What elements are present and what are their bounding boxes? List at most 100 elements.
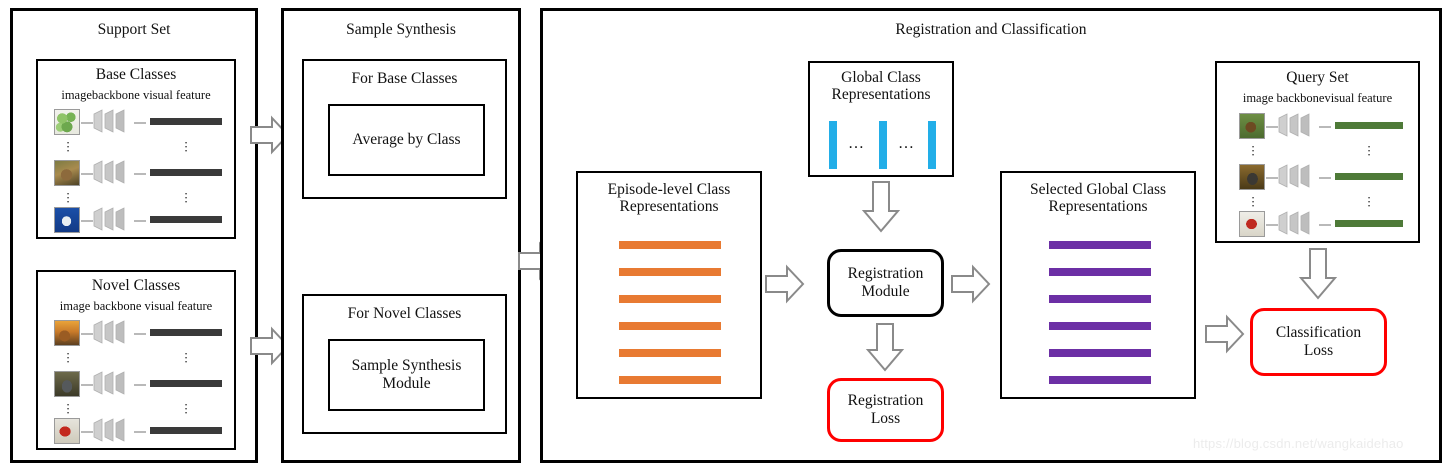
episode-level-bar: [619, 322, 721, 330]
connector-dash: [81, 333, 93, 335]
box-novel-classes-title: Novel Classes: [91, 277, 181, 294]
registration-loss-label-line1: Registration: [847, 392, 924, 410]
connector-dash: [134, 173, 146, 175]
arrow-base-to-synthesis: [250, 114, 290, 156]
episode-level-title-line2: Representations: [619, 198, 719, 216]
visual-feature-bar: [150, 329, 222, 336]
horse-thumbnail: [54, 371, 80, 397]
sample-synthesis-module-label-line2: Module: [382, 375, 431, 392]
dog-thumbnail: [54, 320, 80, 346]
classification-loss-label-line2: Loss: [1303, 342, 1334, 359]
cnn-backbone-icon: [1277, 161, 1319, 191]
cnn-backbone-icon: [92, 157, 134, 187]
plant-thumbnail: [54, 109, 80, 135]
connector-dash: [81, 220, 93, 222]
registration-loss-label-line2: Loss: [870, 410, 901, 427]
registration-loss: Registration Loss: [827, 378, 944, 442]
panel-support-set-title: Support Set: [97, 21, 171, 38]
box-sample-synthesis-module: Sample Synthesis Module: [328, 339, 485, 411]
box-selected-global-title: Selected Global Class Representations: [1002, 181, 1194, 216]
episode-level-bar: [619, 349, 721, 357]
box-for-novel-classes-title: For Novel Classes: [347, 305, 462, 322]
row-ellipsis: ···: [65, 397, 71, 420]
connector-dash: [1266, 177, 1278, 179]
connector-dash: [1266, 224, 1278, 226]
connector-dash: [134, 431, 146, 433]
row-ellipsis: ···: [1250, 190, 1256, 213]
visual-feature-bar: [1335, 220, 1403, 227]
cnn-backbone-icon: [1277, 208, 1319, 238]
row-ellipsis: ···: [65, 135, 71, 158]
feature-ellipsis: ···: [183, 346, 189, 369]
feature-ellipsis: ···: [1366, 139, 1372, 162]
column-header-visual-feature: visual feature: [142, 88, 211, 102]
selected-global-bar: [1049, 349, 1151, 357]
visual-feature-bar: [150, 118, 222, 125]
column-header-backbone: backbone: [91, 88, 140, 102]
panel-registration-and-classification-title: Registration and Classification: [895, 21, 1087, 38]
cat-thumbnail: [54, 160, 80, 186]
box-selected-global-class-representations: Selected Global Class Representations: [1000, 171, 1196, 399]
registration-module[interactable]: Registration Module: [827, 249, 944, 317]
column-header-image: image: [61, 88, 92, 102]
panel-sample-synthesis-title: Sample Synthesis: [346, 21, 456, 38]
box-novel-classes: Novel Classes image backbone visual feat…: [36, 270, 236, 450]
global-class-rep-title-line2: Representations: [831, 86, 931, 104]
box-global-class-representations: Global Class Representations … …: [808, 61, 954, 177]
box-average-by-class: Average by Class: [328, 104, 485, 176]
visual-feature-bar: [1335, 122, 1403, 129]
panel-support-set: Support Set Base Classes imagebackbone v…: [10, 8, 258, 463]
dog-thumbnail: [1239, 113, 1265, 139]
cnn-backbone-icon: [92, 106, 134, 136]
bird-thumbnail: [1239, 211, 1265, 237]
feature-ellipsis: ···: [183, 135, 189, 158]
sample-synthesis-module-label-line1: Sample Synthesis: [351, 357, 462, 375]
column-header-image: image: [59, 299, 91, 313]
episode-level-bar: [619, 268, 721, 276]
episode-level-title-line1: Episode-level Class: [607, 181, 731, 198]
selected-global-bar: [1049, 322, 1151, 330]
row-ellipsis: ···: [65, 186, 71, 209]
global-class-bar: [879, 121, 887, 169]
classification-loss-label-line1: Classification: [1275, 324, 1362, 342]
visual-feature-bar: [150, 169, 222, 176]
cnn-backbone-icon: [92, 317, 134, 347]
row-ellipsis: ···: [65, 346, 71, 369]
connector-dash: [1266, 126, 1278, 128]
box-episode-level-class-representations: Episode-level Class Representations: [576, 171, 762, 399]
visual-feature-bar: [150, 216, 222, 223]
global-class-rep-title-line1: Global Class: [841, 69, 921, 86]
connector-dash: [1319, 224, 1331, 226]
feature-ellipsis: ···: [183, 397, 189, 420]
connector-dash: [1319, 177, 1331, 179]
registration-module-label-line2: Module: [861, 283, 910, 300]
selected-global-bar: [1049, 295, 1151, 303]
visual-feature-bar: [150, 427, 222, 434]
box-for-novel-classes: For Novel Classes Sample Synthesis Modul…: [302, 294, 507, 434]
box-base-classes-title: Base Classes: [95, 66, 177, 83]
query-set-column-headers: image backbonevisual feature: [1217, 91, 1418, 106]
selected-global-bar: [1049, 241, 1151, 249]
box-for-base-classes-title: For Base Classes: [351, 70, 458, 87]
cnn-backbone-icon: [1277, 110, 1319, 140]
connector-dash: [134, 220, 146, 222]
cnn-backbone-icon: [92, 368, 134, 398]
episode-level-bar: [619, 241, 721, 249]
box-for-base-classes: For Base Classes Average by Class: [302, 59, 507, 199]
connector-dash: [81, 122, 93, 124]
column-header-image: image: [1242, 91, 1274, 105]
feature-ellipsis: ···: [1366, 190, 1372, 213]
arrow-module-to-selected-global: [951, 263, 991, 305]
novel-classes-column-headers: image backbone visual feature: [38, 299, 234, 314]
global-class-bar: [829, 121, 837, 169]
average-by-class-label: Average by Class: [352, 131, 461, 148]
cnn-backbone-icon: [92, 415, 134, 445]
global-class-separator: …: [898, 135, 916, 152]
box-query-set-title: Query Set: [1286, 69, 1349, 86]
panel-registration-and-classification: Registration and Classification Global C…: [540, 8, 1442, 463]
cnn-backbone-icon: [92, 204, 134, 234]
connector-dash: [134, 122, 146, 124]
horse-thumbnail: [1239, 164, 1265, 190]
connector-dash: [81, 431, 93, 433]
connector-dash: [134, 333, 146, 335]
